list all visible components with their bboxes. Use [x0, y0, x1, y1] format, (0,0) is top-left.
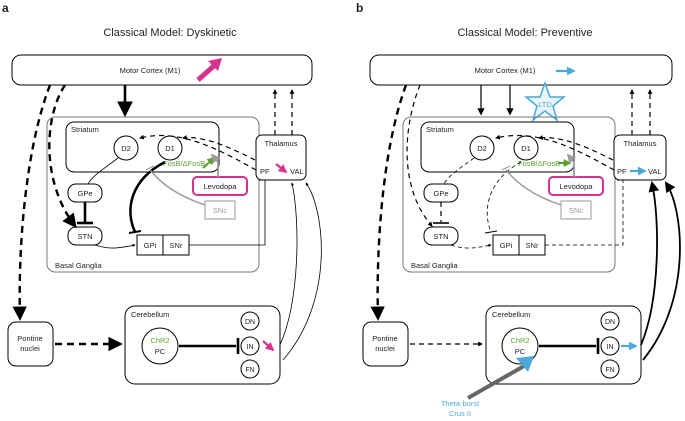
panel-a-d2-label: D2	[121, 144, 131, 153]
panel-a-m1-arrowhead-icon	[208, 58, 222, 71]
panel-b-motor-cortex-label: Motor Cortex (M1)	[475, 66, 536, 75]
panel-a-snr-label: SNr	[170, 241, 183, 250]
panel-b-stn-label: STN	[434, 232, 449, 241]
panel-b-cerebellum-label: Cerebellum	[492, 310, 530, 319]
panel-a-pontine-box	[7, 321, 54, 367]
panel-b-pc-node	[501, 327, 539, 365]
panel-b-pf-label: PF	[617, 167, 627, 176]
panel-b-val-label: VAL	[648, 167, 662, 176]
panel-a-d2-node	[113, 135, 139, 161]
panel-b-probe-tip-icon	[516, 356, 534, 372]
panel-b-in-label: IN	[607, 344, 614, 351]
panel-a-striatum-box	[65, 121, 220, 173]
panel-b-probe-shaft-icon	[467, 364, 525, 400]
panel-b-d2-label: D2	[477, 144, 487, 153]
panel-b-striatum-label: Striatum	[426, 125, 454, 134]
panel-b-basal-ganglia-label: Basal Ganglia	[411, 261, 459, 270]
panel-a-gpe-label: GPe	[77, 189, 92, 198]
panel-b-fn-node	[600, 359, 620, 379]
panel-a-chr2-label: ChR2	[150, 336, 169, 345]
panel-b-letter: b	[356, 1, 363, 15]
panel-a-d1-label: D1	[165, 144, 175, 153]
panel-a-thalamus-label: Thalamus	[265, 139, 298, 148]
panel-a-basal-ganglia-label: Basal Ganglia	[55, 261, 103, 270]
panel-a-in-node	[240, 336, 260, 356]
panel-b-connections	[370, 84, 681, 361]
panel-a-levodopa-label: Levodopa	[204, 182, 238, 191]
panel-a-pc-node	[141, 327, 179, 365]
panel-b-theta-line2: Crus II	[449, 409, 471, 418]
panel-a-dn-label: DN	[245, 319, 255, 326]
panel-a-dn-node	[240, 311, 260, 331]
panel-b-dn-label: DN	[605, 319, 615, 326]
panel-a-fn-label: FN	[245, 367, 254, 374]
panel-a-stn-box	[67, 226, 103, 246]
panel-b-thalamus-label: Thalamus	[624, 139, 657, 148]
panel-b-pc-label: PC	[515, 347, 526, 356]
panel-a-in-label: IN	[247, 344, 254, 351]
panel-a-snc-box	[204, 200, 236, 220]
panel-a-in-down-arrow-icon	[262, 340, 275, 352]
panel-b-fn-label: FN	[605, 367, 614, 374]
panel-a-fosb-label: FosB/ΔFosB	[163, 159, 205, 168]
panel-b-ltd-star-icon	[523, 80, 567, 122]
panel-a-cerebellum-label: Cerebellum	[131, 310, 169, 319]
panel-b-snc-label: SNc	[569, 206, 583, 215]
panel-b-snc-box	[560, 200, 592, 220]
panel-a-pc-label: PC	[155, 347, 166, 356]
panel-a: a Classical Model: Dyskinetic Motor Cort…	[2, 1, 322, 385]
panel-b-d2-node	[469, 135, 495, 161]
panel-b-levodopa-box	[548, 176, 604, 196]
panel-b-fosb-label: FosB/ΔFosB	[518, 159, 560, 168]
panel-b-thalamus-box	[613, 134, 667, 181]
panel-b-striatum-box	[420, 121, 575, 173]
panel-a-pf-label: PF	[260, 167, 270, 176]
panel-b-d1-label: D1	[521, 144, 531, 153]
panel-a-levodopa-box	[192, 176, 248, 196]
panel-b-motor-cortex-box	[369, 54, 673, 86]
panel-a-snc-label: SNc	[213, 206, 227, 215]
panel-b-basal-ganglia-frame	[402, 116, 616, 273]
panel-b-snr-label: SNr	[526, 241, 539, 250]
panel-a-pf-down-arrow-icon	[275, 163, 288, 174]
panel-a-basal-ganglia-frame	[46, 116, 260, 273]
panel-b-dn-node	[600, 311, 620, 331]
panel-a-m1-up-arrow-icon	[196, 62, 218, 82]
panel-b-pontine-line1: Pontine	[372, 334, 397, 343]
panel-b-gpe-label: GPe	[433, 189, 448, 198]
panel-b-levodopa-label: Levodopa	[560, 182, 594, 191]
panel-b-pontine-box	[362, 321, 409, 367]
panel-a-pontine-line1: Pontine	[17, 334, 42, 343]
panel-a-val-label: VAL	[290, 167, 304, 176]
panel-b-in-node	[600, 336, 620, 356]
panel-a-connections	[12, 84, 322, 361]
panel-a-motor-cortex-label: Motor Cortex (M1)	[120, 66, 181, 75]
panel-a-stn-label: STN	[78, 232, 93, 241]
panel-b: b Classical Model: Preventive Motor Cort…	[356, 1, 681, 418]
panel-a-thalamus-box	[255, 134, 307, 181]
panel-b-theta-line1: Theta-burst	[441, 399, 480, 408]
panel-a-fn-node	[240, 359, 260, 379]
panel-a-striatum-label: Striatum	[71, 125, 99, 134]
panel-a-motor-cortex-box	[11, 54, 313, 86]
panel-a-title: Classical Model: Dyskinetic	[103, 27, 237, 39]
panel-a-pontine-line2: nuclei	[20, 344, 40, 353]
panel-b-ltd-label: LTD	[538, 100, 552, 109]
panel-a-letter: a	[2, 1, 9, 15]
panel-b-title: Classical Model: Preventive	[457, 27, 592, 39]
panel-b-stn-box	[423, 226, 459, 246]
panel-b-gpi-label: GPi	[500, 241, 513, 250]
panel-a-gpi-label: GPi	[144, 241, 157, 250]
panel-b-d1-node	[513, 135, 539, 161]
panel-b-pontine-line2: nuclei	[375, 344, 395, 353]
panel-b-chr2-label: ChR2	[510, 336, 529, 345]
